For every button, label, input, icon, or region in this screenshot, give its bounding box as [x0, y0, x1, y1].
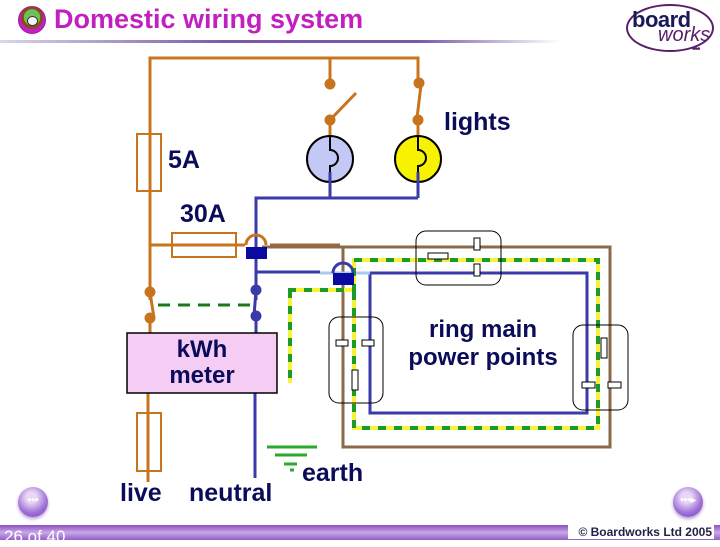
next-slide-button[interactable]: •••▸ [673, 487, 703, 517]
kwh-meter-box [126, 332, 278, 394]
ring-main-earth-wire [288, 258, 600, 430]
label-kwh-meter-line2: meter [169, 362, 235, 389]
previous-slide-icon: ••• [27, 495, 39, 506]
previous-slide-button[interactable]: ••• [18, 487, 48, 517]
title-bar: Domestic wiring system [0, 0, 720, 44]
copyright: © Boardworks Ltd 2005 [568, 525, 714, 539]
boardworks-logo: board works ••• [626, 4, 714, 55]
logo-text-board: board [632, 7, 691, 32]
label-fuse-30a: 30A [180, 200, 226, 228]
label-kwh-meter: kWh meter [127, 337, 277, 389]
slide-icon [18, 6, 46, 34]
live-wire [146, 56, 420, 482]
light-switch-1[interactable] [324, 78, 358, 126]
label-ring-main-line1: ring main [428, 316, 537, 343]
label-live: live [120, 479, 162, 507]
label-ring-main-line2: power points [408, 344, 558, 371]
power-socket-left [328, 316, 384, 404]
fuse-5a [136, 133, 162, 192]
main-isolator-switch[interactable] [144, 284, 262, 324]
label-lights: lights [444, 108, 511, 136]
earth-symbol [267, 445, 317, 472]
next-slide-icon: •••▸ [680, 495, 696, 506]
wire-crossover-2 [331, 261, 355, 285]
fuse-30a [171, 232, 237, 258]
footer-bar [0, 525, 720, 540]
logo-text-works: works [658, 24, 711, 46]
label-kwh-meter-line1: kWh [176, 336, 228, 363]
label-earth: earth [302, 459, 364, 487]
main-fuse [136, 412, 162, 472]
power-socket-top [415, 230, 502, 286]
title-divider [0, 40, 560, 43]
label-neutral: neutral [189, 479, 273, 507]
logo-dots: ••• [692, 44, 700, 55]
label-ring-main: ring main power points [388, 316, 578, 372]
lamp-on [394, 135, 442, 183]
page-indicator: 26 of 40 [4, 527, 66, 546]
ring-main-live-wire [262, 245, 612, 449]
light-switch-2[interactable] [412, 77, 425, 126]
logo-oval [626, 4, 714, 52]
power-socket-right [572, 324, 629, 411]
label-fuse-5a: 5A [168, 146, 200, 174]
page-title: Domestic wiring system [54, 4, 364, 34]
wire-crossover-1 [244, 233, 268, 259]
